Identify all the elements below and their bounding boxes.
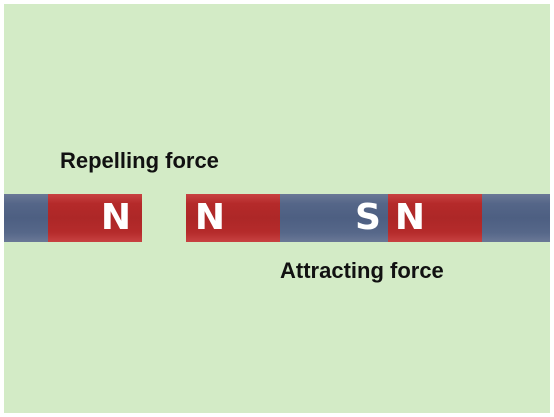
repel-gap [142,194,186,242]
diagram-background: Repelling force N N S N Attracting force [4,4,550,413]
repelling-force-label: Repelling force [60,148,219,173]
magnet-1-south-segment [4,194,48,242]
magnet-1-north-label: N [100,197,132,238]
magnet-3-south-segment [482,194,550,242]
magnet-2-north-label: N [194,197,226,238]
attracting-force-label: Attracting force [280,258,444,283]
magnet-2-north-segment [186,194,280,242]
magnet-1-north-segment [48,194,142,242]
magnet-2-south-segment [280,194,388,242]
magnet-3-north-segment [388,194,482,242]
magnet-3-north-label: N [394,197,426,238]
magnet-2-south-label: S [355,197,381,238]
magnet-row: N N S N [4,194,550,242]
